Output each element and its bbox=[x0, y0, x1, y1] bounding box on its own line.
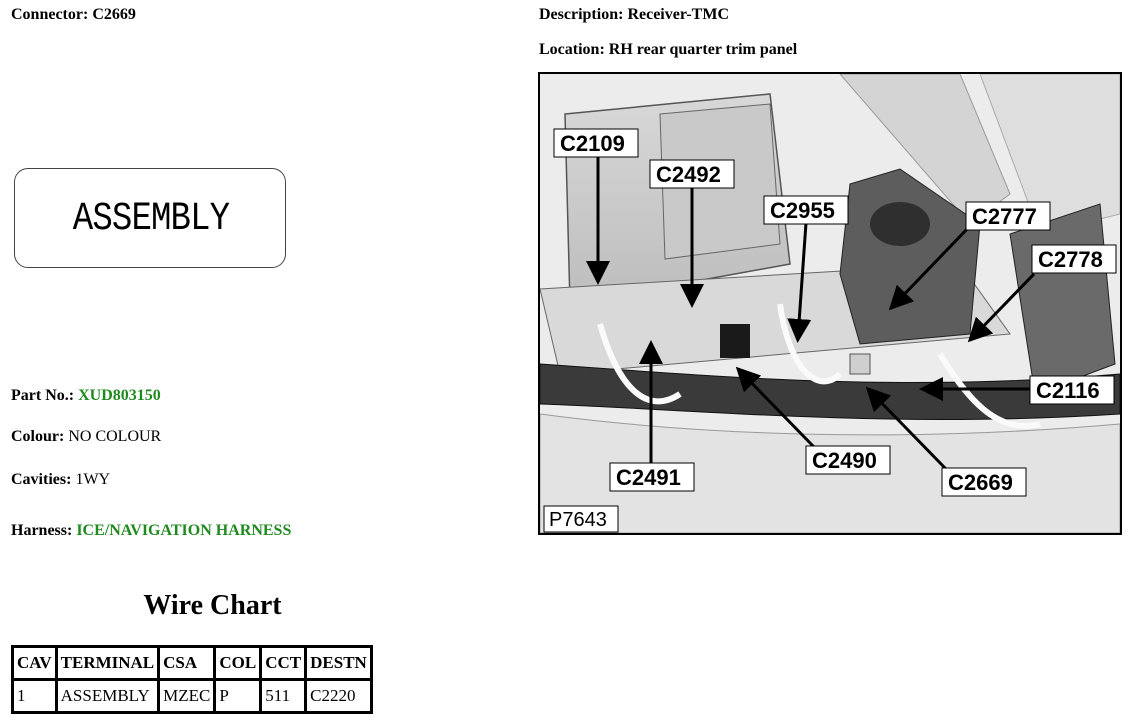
location-value: RH rear quarter trim panel bbox=[608, 41, 798, 58]
part-number-row: Part No.: XUD803150 bbox=[11, 387, 161, 405]
cavities-row: Cavities: 1WY bbox=[11, 471, 110, 489]
table-cell: 1 bbox=[11, 678, 58, 714]
wire bbox=[597, 323, 682, 405]
callout-c2778: C2778 bbox=[1031, 244, 1117, 274]
callout-c2955: C2955 bbox=[763, 195, 849, 225]
arrow-c2777 bbox=[888, 224, 972, 311]
wire-chart-table: CAV TERMINAL CSA COL CCT DESTN 1 ASSEMBL… bbox=[11, 645, 373, 714]
connector-face-diagram: ASSEMBLY bbox=[14, 168, 286, 268]
column-header: TERMINAL bbox=[54, 645, 161, 681]
amplifier-socket bbox=[870, 202, 930, 246]
svg-text:C2109: C2109 bbox=[560, 131, 625, 156]
description-label: Description: bbox=[539, 6, 624, 23]
location-illustration: C2109 C2492 C2955 C2777 C2778 C2116 C249… bbox=[540, 74, 1120, 533]
arrow-c2778 bbox=[967, 272, 1036, 343]
description-value: Receiver-TMC bbox=[627, 6, 730, 23]
location-heading: Location: RH rear quarter trim panel bbox=[539, 41, 797, 59]
callout-c2777: C2777 bbox=[965, 201, 1051, 231]
description-heading: Description: Receiver-TMC bbox=[539, 6, 729, 24]
svg-text:C2491: C2491 bbox=[616, 465, 681, 490]
connector-c2669 bbox=[849, 353, 871, 375]
table-cell: P bbox=[213, 678, 263, 714]
part-number-label: Part No.: bbox=[11, 387, 75, 404]
arrow-c2955 bbox=[787, 222, 812, 343]
svg-text:C2777: C2777 bbox=[972, 204, 1037, 229]
column-header: CSA bbox=[157, 645, 217, 681]
callout-c2492: C2492 bbox=[649, 159, 735, 189]
connector-c2490 bbox=[720, 324, 750, 358]
callout-c2491: C2491 bbox=[609, 462, 695, 492]
colour-value: NO COLOUR bbox=[68, 428, 162, 445]
wire-chart-title: Wire Chart bbox=[143, 590, 282, 621]
arrow-c2490 bbox=[735, 366, 816, 449]
harness-row: Harness: ICE/NAVIGATION HARNESS bbox=[11, 522, 291, 540]
column-header: COL bbox=[213, 645, 263, 681]
trim-panel-shape bbox=[839, 74, 1011, 225]
cavities-label: Cavities: bbox=[11, 471, 72, 488]
svg-text:C2492: C2492 bbox=[656, 162, 721, 187]
callout-c2116: C2116 bbox=[1029, 375, 1115, 405]
assembly-label: ASSEMBLY bbox=[72, 196, 230, 242]
table-cell: MZEC bbox=[157, 678, 217, 714]
part-number-link[interactable]: XUD803150 bbox=[78, 387, 161, 404]
location-label: Location: bbox=[539, 41, 605, 58]
wire bbox=[937, 352, 1041, 429]
arrow-c2669 bbox=[865, 386, 948, 471]
cavities-value: 1WY bbox=[75, 471, 111, 488]
table-cell: 511 bbox=[259, 678, 308, 714]
svg-text:C2116: C2116 bbox=[1036, 378, 1100, 403]
column-header: CCT bbox=[259, 645, 308, 681]
callout-c2490: C2490 bbox=[805, 445, 891, 475]
table-row: 1 ASSEMBLY MZEC P 511 C2220 bbox=[11, 678, 373, 714]
table-cell: C2220 bbox=[304, 678, 373, 714]
harness-label: Harness: bbox=[11, 522, 73, 539]
wire bbox=[777, 303, 843, 385]
column-header: DESTN bbox=[304, 645, 373, 681]
svg-text:P7643: P7643 bbox=[549, 509, 607, 531]
svg-text:C2669: C2669 bbox=[948, 470, 1013, 495]
column-header: CAV bbox=[11, 645, 58, 681]
colour-row: Colour: NO COLOUR bbox=[11, 428, 161, 446]
connector-heading: Connector: C2669 bbox=[11, 6, 136, 24]
colour-label: Colour: bbox=[11, 428, 65, 445]
svg-text:C2778: C2778 bbox=[1038, 247, 1103, 272]
callout-c2669: C2669 bbox=[941, 467, 1027, 497]
figure-id-box: P7643 bbox=[543, 505, 619, 533]
svg-text:C2955: C2955 bbox=[770, 198, 835, 223]
callout-c2109: C2109 bbox=[553, 128, 639, 158]
svg-text:C2490: C2490 bbox=[812, 448, 877, 473]
body-panel-shape bbox=[979, 74, 1120, 235]
table-cell: ASSEMBLY bbox=[54, 678, 161, 714]
harness-link[interactable]: ICE/NAVIGATION HARNESS bbox=[76, 522, 292, 539]
table-header-row: CAV TERMINAL CSA COL CCT DESTN bbox=[11, 645, 373, 681]
connector-label: Connector: bbox=[11, 6, 89, 23]
connector-value: C2669 bbox=[92, 6, 136, 23]
location-photo: C2109 C2492 C2955 C2777 C2778 C2116 C249… bbox=[538, 72, 1122, 535]
